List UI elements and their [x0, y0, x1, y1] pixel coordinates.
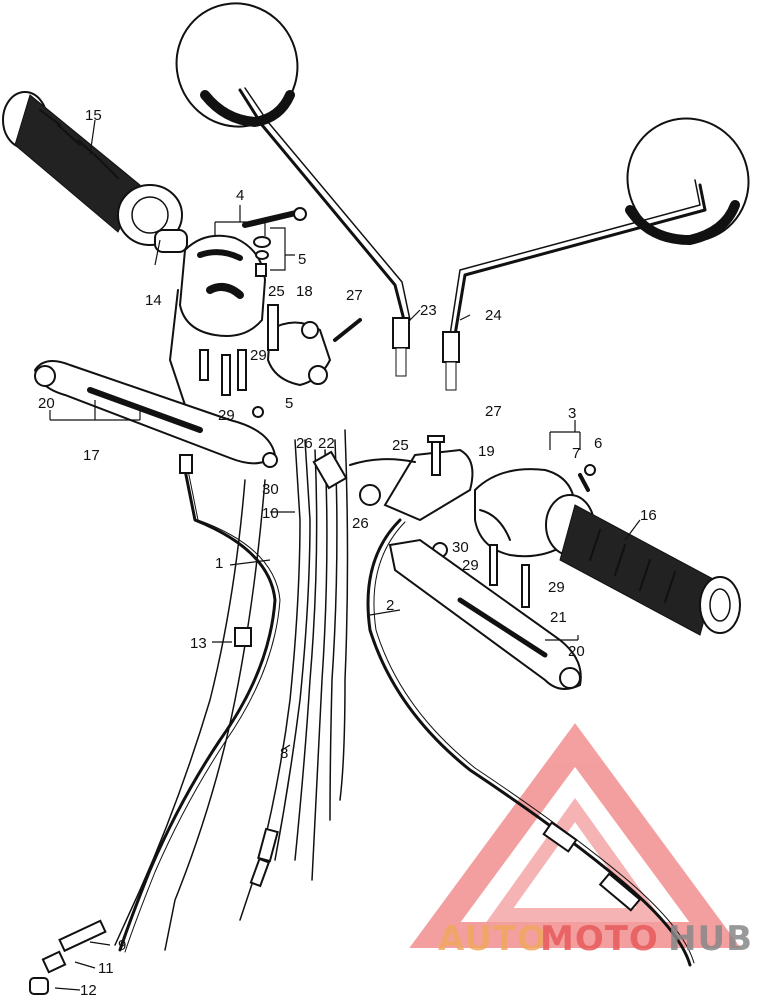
label-27-right: 27: [485, 403, 502, 420]
label-26-right: 26: [352, 515, 369, 532]
watermark-hub: HUB: [668, 919, 753, 959]
right-lever: [388, 538, 582, 690]
label-12: 12: [80, 982, 97, 999]
label-6: 6: [594, 435, 602, 452]
right-grip: [545, 494, 741, 636]
label-1: 1: [215, 555, 223, 572]
label-2: 2: [386, 597, 394, 614]
label-13: 13: [190, 635, 207, 652]
watermark-logo: [409, 723, 741, 948]
label-8: 8: [280, 745, 288, 762]
cables: [29, 429, 695, 995]
label-29-d: 29: [548, 579, 565, 596]
center-clamp: [199, 304, 362, 468]
label-24: 24: [485, 307, 502, 324]
leader-lines: [49, 119, 641, 991]
label-4: 4: [236, 187, 244, 204]
label-29-a: 29: [250, 347, 267, 364]
left-lever: [33, 360, 277, 465]
part-labels: 15 14 4 5 25 18 27 23 24 29 29 5 26 22 2…: [38, 107, 657, 999]
watermark-auto: AUTO: [438, 919, 547, 959]
label-20-left: 20: [38, 395, 55, 412]
label-5-mid: 5: [285, 395, 293, 412]
label-30-left: 30: [262, 481, 279, 498]
left-grip: [2, 91, 188, 253]
label-30-right: 30: [452, 539, 469, 556]
label-9: 9: [118, 937, 126, 954]
label-25-right: 25: [392, 437, 409, 454]
label-27-top: 27: [346, 287, 363, 304]
right-perch: [349, 435, 474, 558]
label-21: 21: [550, 609, 567, 626]
label-19: 19: [478, 443, 495, 460]
label-29-c: 29: [462, 557, 479, 574]
label-26-left: 26: [296, 435, 313, 452]
label-22: 22: [318, 435, 335, 452]
label-23: 23: [420, 302, 437, 319]
label-3: 3: [568, 405, 576, 422]
watermark-moto: MOTO: [540, 919, 659, 959]
right-mirror: [442, 117, 750, 391]
label-5-top: 5: [298, 251, 306, 268]
label-7: 7: [572, 445, 580, 462]
left-mirror: [175, 2, 411, 377]
label-14: 14: [145, 292, 162, 309]
label-11: 11: [98, 960, 114, 977]
label-25-left: 25: [268, 283, 285, 300]
label-15: 15: [85, 107, 102, 124]
watermark-text: AUTO MOTO HUB: [438, 919, 753, 959]
label-17: 17: [83, 447, 100, 464]
label-29-b: 29: [218, 407, 235, 424]
label-18: 18: [296, 283, 313, 300]
label-10: 10: [262, 505, 279, 522]
label-16: 16: [640, 507, 657, 524]
label-20-right: 20: [568, 643, 585, 660]
